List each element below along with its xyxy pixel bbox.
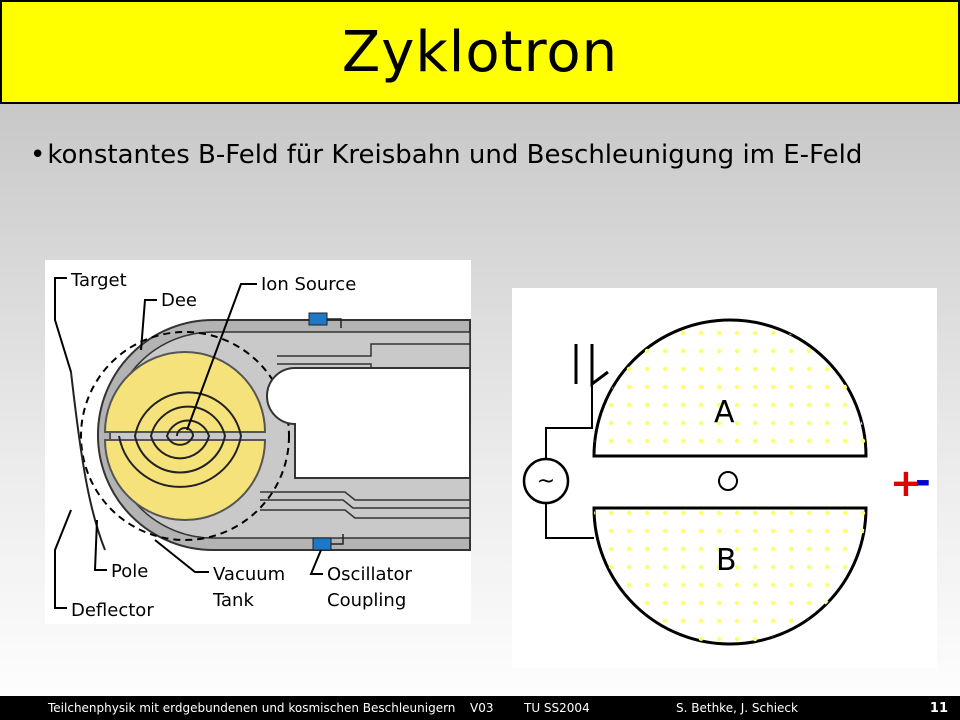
ac-source <box>522 457 570 505</box>
label-a: A <box>714 395 735 430</box>
footer-lecture: V03 <box>470 701 494 715</box>
minus-sign: - <box>915 459 931 503</box>
lower-feed <box>260 491 470 519</box>
label-b: B <box>716 543 737 578</box>
upper-feed <box>277 343 470 368</box>
tank-window <box>266 367 471 479</box>
dee-field-figure: ~ A B + - <box>512 288 937 668</box>
bullet-text: konstantes B-Feld für Kreisbahn und Besc… <box>47 140 863 170</box>
label-oscillator: Oscillator <box>327 564 413 585</box>
title-bar: Zyklotron <box>0 0 960 104</box>
label-tank: Tank <box>212 590 254 611</box>
label-vacuum: Vacuum <box>213 564 285 585</box>
label-dee: Dee <box>161 290 197 311</box>
ion-spiral <box>118 391 243 488</box>
footer-term: TU SS2004 <box>524 701 590 715</box>
slide-title: Zyklotron <box>341 19 619 85</box>
bullet-point: •konstantes B-Feld für Kreisbahn und Bes… <box>30 136 910 174</box>
footer-authors: S. Bethke, J. Schieck <box>676 701 798 715</box>
label-coupling: Coupling <box>327 590 406 611</box>
bullet-marker: • <box>30 140 46 170</box>
ion-origin <box>718 471 738 491</box>
label-deflector: Deflector <box>71 600 154 621</box>
page-number: 11 <box>929 701 948 716</box>
wire-upper <box>545 384 593 460</box>
dee-lower <box>103 439 267 521</box>
label-ion-source: Ion Source <box>261 274 356 295</box>
wire-lower <box>545 502 594 539</box>
label-target: Target <box>70 270 127 291</box>
footer-course: Teilchenphysik mit erdgebundenen und kos… <box>48 701 456 715</box>
deflector-path <box>70 371 106 551</box>
plus-sign: + <box>890 461 922 505</box>
ac-symbol: ~ <box>537 469 555 494</box>
cyclotron-schematic-figure: Target Dee Ion Source Pole Deflector Vac… <box>45 260 471 624</box>
dee-field-svg: ~ A B + - <box>522 318 931 646</box>
label-pole: Pole <box>111 561 148 582</box>
pole-ring <box>80 331 290 541</box>
lower-coupling-plug <box>312 537 332 551</box>
upper-coupling-plug <box>308 312 328 326</box>
footer: Teilchenphysik mit erdgebundenen und kos… <box>0 696 960 720</box>
cyclotron-schematic-svg: Target Dee Ion Source Pole Deflector Vac… <box>54 270 471 621</box>
dee-a-field-dots <box>594 320 866 456</box>
